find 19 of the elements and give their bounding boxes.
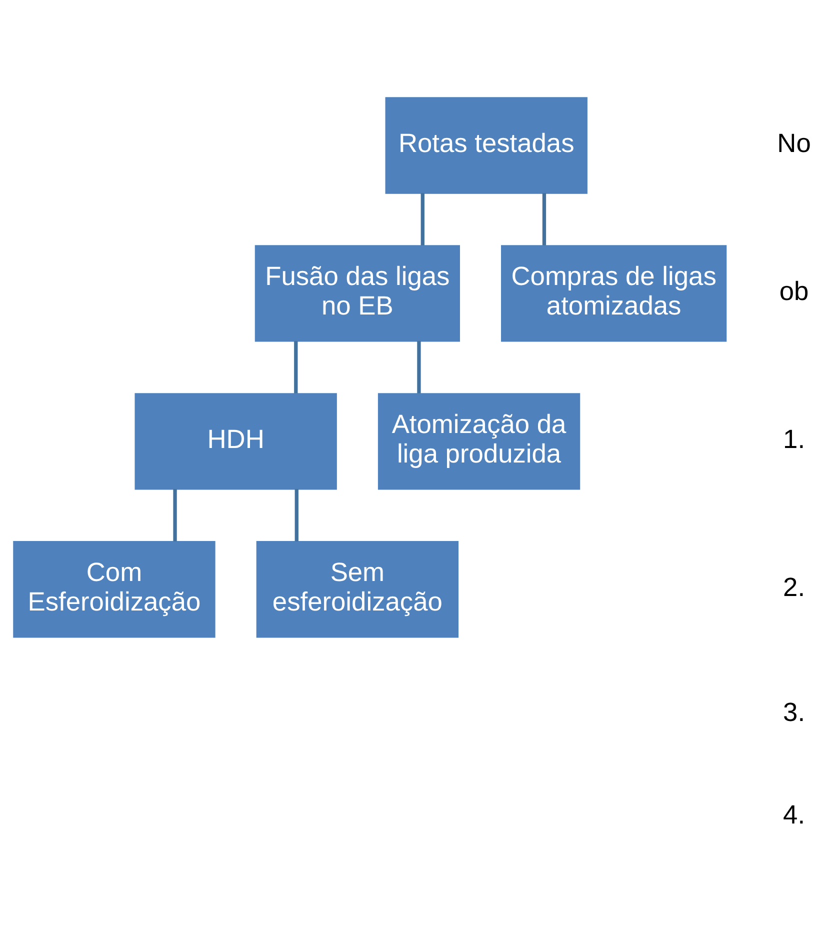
node-box: Rotas testadas bbox=[385, 97, 588, 194]
node-box: Compras de ligas atomizadas bbox=[501, 245, 727, 342]
label: 3. bbox=[783, 697, 806, 728]
label: 2. bbox=[783, 572, 806, 602]
node-box: HDH bbox=[134, 393, 337, 490]
connector bbox=[420, 193, 424, 246]
node-box: Sem esferoidização bbox=[256, 541, 459, 638]
node-box: Atomização da liga produzida bbox=[378, 393, 580, 490]
connector bbox=[294, 341, 298, 394]
label: 4. bbox=[783, 800, 806, 830]
node-box: Fusão das ligas no EB bbox=[254, 245, 460, 342]
label: No bbox=[777, 128, 811, 158]
label: 1. bbox=[783, 424, 806, 454]
label: ob bbox=[779, 276, 809, 306]
connector bbox=[417, 341, 421, 394]
connector bbox=[542, 193, 546, 246]
node-box: Com Esferoidização bbox=[13, 541, 216, 638]
connector bbox=[173, 489, 177, 542]
connector bbox=[294, 489, 298, 542]
